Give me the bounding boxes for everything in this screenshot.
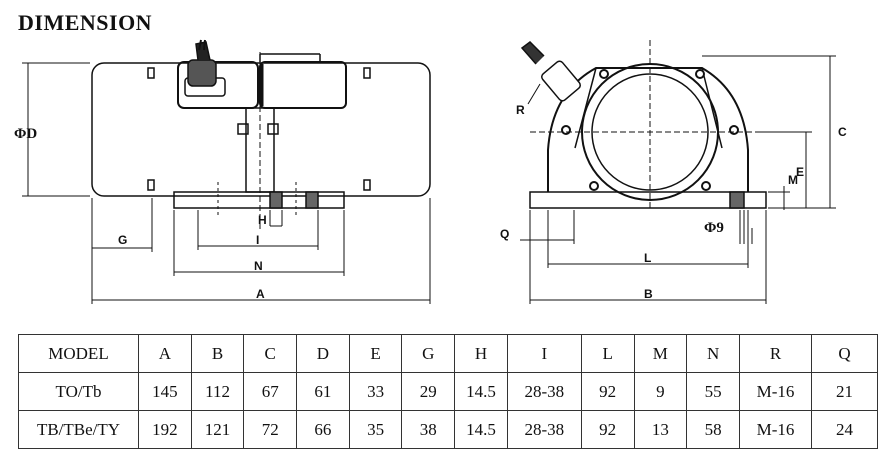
label-phiD: ΦD: [14, 126, 37, 142]
table-cell: TO/Tb: [18, 372, 139, 411]
label-H: H: [258, 213, 267, 227]
table-cell: Q: [811, 334, 878, 373]
table-cell: 14.5: [454, 410, 508, 449]
table-cell: 28-38: [506, 372, 582, 411]
table-cell: I: [506, 334, 582, 373]
label-Q: Q: [500, 227, 509, 241]
table-cell: L: [580, 334, 635, 373]
table-cell: 92: [580, 410, 635, 449]
table-cell: A: [138, 334, 192, 373]
table-cell: 21: [811, 372, 878, 411]
table-cell: 35: [348, 410, 403, 449]
side-view: [22, 39, 431, 304]
table-cell: N: [686, 334, 740, 373]
table-cell: 33: [348, 372, 403, 411]
label-N: N: [254, 259, 263, 273]
table-cell: 92: [580, 372, 635, 411]
table-cell: 61: [296, 372, 350, 411]
table-cell: C: [243, 334, 298, 373]
label-M: M: [788, 173, 798, 187]
label-B: B: [644, 287, 653, 301]
table-cell: 67: [243, 372, 298, 411]
table-cell: 192: [138, 410, 192, 449]
table-cell: 38: [401, 410, 456, 449]
table-cell: E: [348, 334, 403, 373]
label-L: L: [644, 251, 651, 265]
table-cell: 55: [686, 372, 740, 411]
table-cell: TB/TBe/TY: [18, 410, 139, 449]
table-cell: M-16: [739, 372, 812, 411]
table-cell: H: [454, 334, 508, 373]
table-cell: 72: [243, 410, 298, 449]
dimension-drawing: ΦD G H I N A R C E M Q Φ9 L B: [14, 39, 847, 304]
table-cell: R: [739, 334, 812, 373]
table-cell: 145: [138, 372, 192, 411]
label-E: E: [796, 165, 804, 179]
table-cell: B: [190, 334, 245, 373]
table-cell: G: [401, 334, 456, 373]
table-cell: 24: [811, 410, 878, 449]
label-R: R: [516, 103, 525, 117]
table-cell: 14.5: [454, 372, 508, 411]
label-C: C: [838, 125, 847, 139]
table-cell: 58: [686, 410, 740, 449]
front-view: [520, 40, 836, 304]
table-cell: 29: [401, 372, 456, 411]
label-phi9: Φ9: [704, 220, 724, 236]
table-cell: 9: [633, 372, 688, 411]
table-cell: 13: [633, 410, 688, 449]
table-cell: M-16: [739, 410, 812, 449]
table-cell: M: [633, 334, 688, 373]
table-cell: MODEL: [18, 334, 139, 373]
table-cell: 66: [296, 410, 350, 449]
table-cell: 121: [190, 410, 245, 449]
page-title: DIMENSION: [18, 10, 153, 35]
table-cell: 28-38: [506, 410, 582, 449]
label-A: A: [256, 287, 265, 301]
table-cell: 112: [190, 372, 245, 411]
label-G: G: [118, 233, 127, 247]
label-I: I: [256, 233, 259, 247]
table-cell: D: [296, 334, 350, 373]
